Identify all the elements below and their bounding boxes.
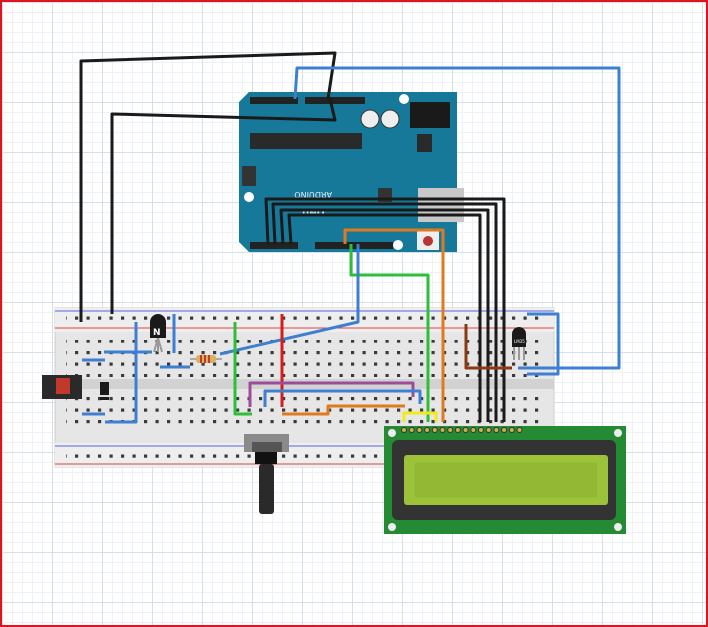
lcd-pin <box>431 427 438 433</box>
arduino-brand-label: ARDUINO <box>294 190 332 199</box>
lcd-header-pins <box>401 427 523 433</box>
lcd-pin <box>454 427 461 433</box>
wire-blue-resistor[interactable] <box>219 244 360 356</box>
wire-black-lcd-d7[interactable] <box>287 213 482 422</box>
wire-blue-lcd[interactable] <box>263 389 422 407</box>
wire-black-lcd-d4[interactable] <box>264 197 506 422</box>
lcd-pin <box>485 427 492 433</box>
wire-brown-sensor[interactable] <box>464 324 512 370</box>
diode[interactable] <box>100 382 109 400</box>
lcd-pin <box>401 427 407 433</box>
sensor-mark: LM35 <box>514 339 525 344</box>
lcd-pin <box>408 427 415 433</box>
resistor[interactable] <box>190 355 222 363</box>
lcd-pin <box>493 427 500 433</box>
lcd-pin <box>478 427 484 433</box>
lcd-pin <box>516 427 523 433</box>
wire-blue-rail-right[interactable] <box>527 312 560 376</box>
lcd-pin <box>424 427 431 433</box>
wire-orange-pot[interactable] <box>282 404 405 416</box>
wire-orange-lcd[interactable] <box>343 228 445 422</box>
lcd-pin <box>439 427 446 433</box>
lm35-temperature-sensor[interactable]: LM35 <box>512 327 526 360</box>
wire-blue-left-1[interactable] <box>105 322 138 424</box>
lcd-pin <box>501 427 508 433</box>
lcd-pin <box>416 427 423 433</box>
lcd-pin <box>470 427 477 433</box>
lcd-16x2-display[interactable] <box>384 426 626 534</box>
wires <box>79 51 621 424</box>
wire-blue-sensor[interactable] <box>293 66 621 370</box>
arduino-uno-board[interactable]: ARDUINO UNO <box>239 92 464 252</box>
wire-green-pot[interactable] <box>233 322 252 416</box>
dc-power-jack[interactable] <box>42 375 82 399</box>
wire-green-lcd[interactable] <box>349 244 430 422</box>
lcd-pin <box>508 427 515 433</box>
wire-black-gnd-2[interactable] <box>110 98 337 314</box>
lcd-pin <box>447 427 454 433</box>
wire-yellow-lcd[interactable] <box>402 411 438 422</box>
wire-black-gnd-1[interactable] <box>79 51 337 322</box>
wire-black-lcd-d6[interactable] <box>279 208 490 422</box>
npn-transistor[interactable]: N <box>150 314 166 353</box>
lcd-pin <box>462 427 469 433</box>
transistor-mark: N <box>153 328 161 338</box>
wire-black-lcd-d5[interactable] <box>271 202 498 422</box>
potentiometer[interactable] <box>244 434 289 514</box>
